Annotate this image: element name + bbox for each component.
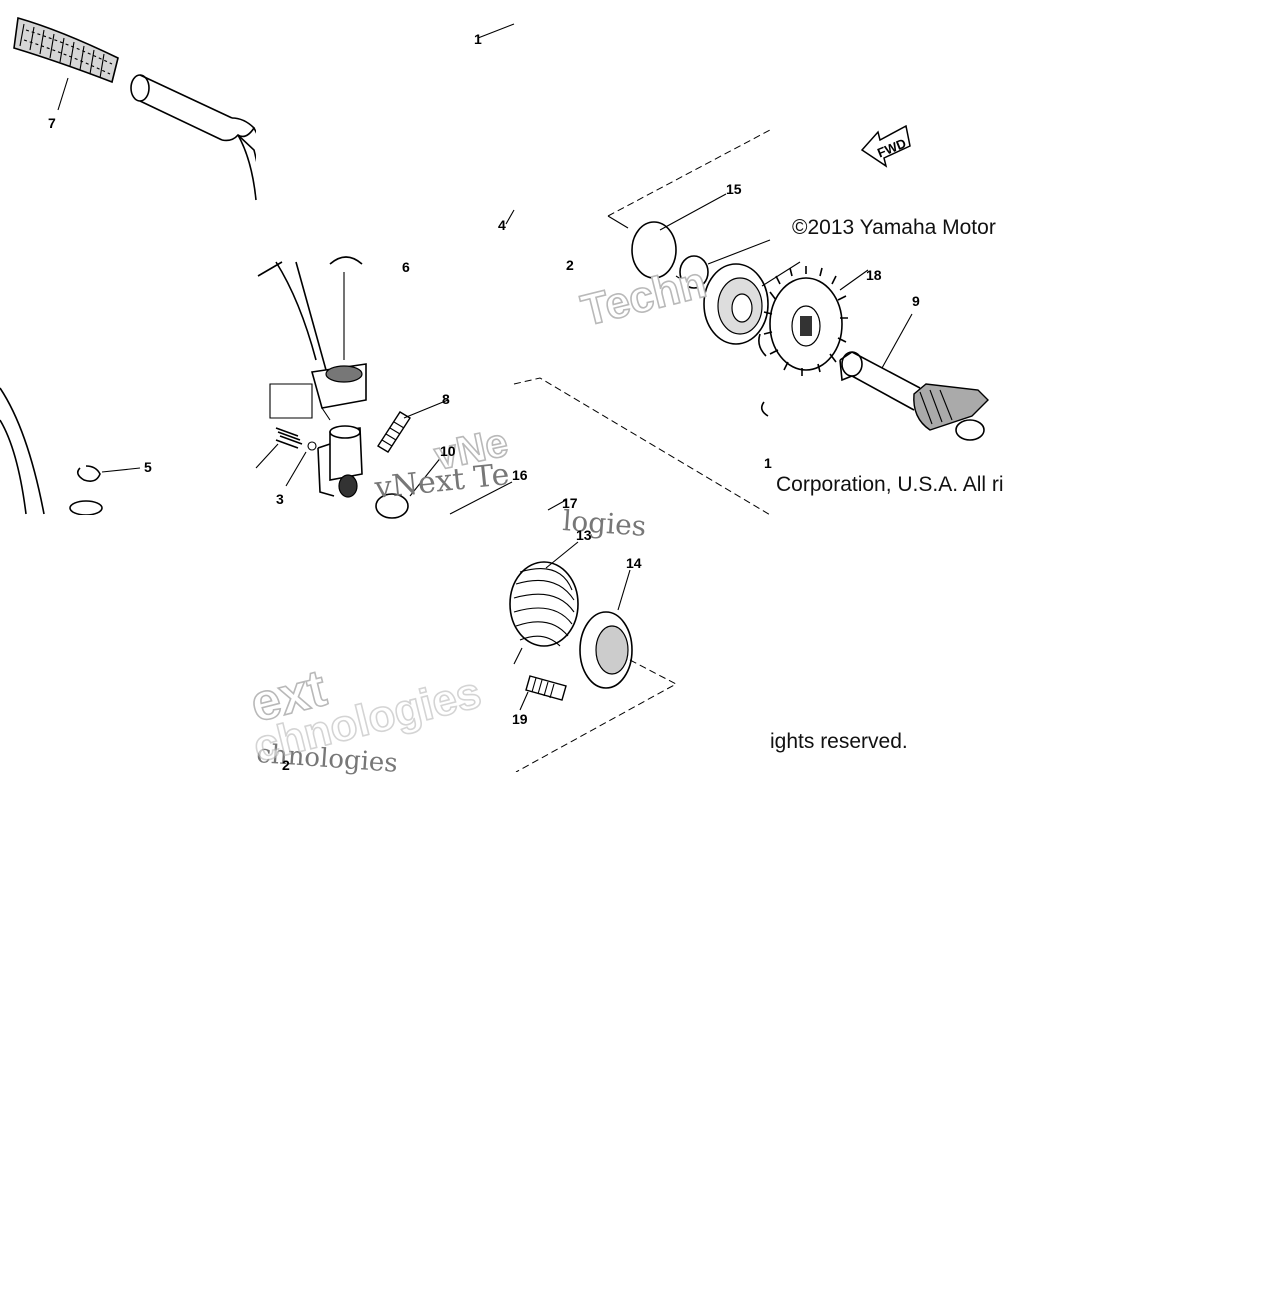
blank-tile-mid-right xyxy=(770,515,1285,725)
kick-arm-shaft xyxy=(130,74,261,201)
ratchet-gear xyxy=(703,261,801,345)
kick-shaft-9 xyxy=(839,313,989,441)
callout-1a: 1 xyxy=(474,31,482,47)
washer-10 xyxy=(375,455,443,519)
crankcase-outline xyxy=(0,387,45,515)
callout-leader-17 xyxy=(547,499,567,511)
callout-10: 10 xyxy=(440,443,456,459)
stud-19 xyxy=(519,675,567,711)
blank-tile-right xyxy=(1028,0,1285,515)
copyright-line-2: Corporation, U.S.A. All ri xyxy=(776,473,1004,496)
kick-pedal-grip xyxy=(13,16,119,84)
callout-leader-7 xyxy=(57,77,69,111)
boss-clamp xyxy=(317,425,363,498)
circlip-5 xyxy=(69,465,141,516)
callout-9: 9 xyxy=(912,293,920,309)
tile-region-center xyxy=(514,0,770,515)
watermark-techn: Techn xyxy=(577,258,711,336)
ring-spring xyxy=(760,401,769,417)
return-spring-13 xyxy=(509,541,579,665)
blank-tile-bottom xyxy=(0,772,1285,1285)
callout-leader-4 xyxy=(505,209,515,225)
callout-14: 14 xyxy=(626,555,642,571)
callout-3: 3 xyxy=(276,491,284,507)
callout-6: 6 xyxy=(402,259,410,275)
copyright-line-3: ights reserved. xyxy=(770,730,908,753)
callout-5: 5 xyxy=(144,459,152,475)
callout-17: 17 xyxy=(562,495,578,511)
callout-2a: 2 xyxy=(566,257,574,273)
spring-cover-14 xyxy=(515,569,678,773)
callout-7: 7 xyxy=(48,115,56,131)
copyright-line-1: ©2013 Yamaha Motor xyxy=(792,216,996,239)
kick-arm-tail xyxy=(237,134,257,201)
callout-8: 8 xyxy=(442,391,450,407)
blank-tile-top-mid xyxy=(256,0,476,255)
watermark-vnext-te: vNext Te xyxy=(372,457,511,506)
assembly-box xyxy=(513,129,773,517)
callout-leader-16 xyxy=(449,481,513,515)
boss-spring xyxy=(255,427,317,487)
callout-13: 13 xyxy=(576,527,592,543)
kick-gear-18 xyxy=(758,266,869,376)
callout-18: 18 xyxy=(866,267,882,283)
lever-boss xyxy=(257,256,367,421)
callout-19: 19 xyxy=(512,711,528,727)
watermark-logies: logies xyxy=(562,504,648,543)
callout-16: 16 xyxy=(512,467,528,483)
callout-2b: 2 xyxy=(282,757,290,773)
callout-1b: 1 xyxy=(764,455,772,471)
callout-4: 4 xyxy=(498,217,506,233)
callout-leader-1a xyxy=(477,23,515,39)
callout-15: 15 xyxy=(726,181,742,197)
washer-small xyxy=(679,239,771,289)
bolt-8 xyxy=(377,399,449,453)
fwd-arrow-icon: FWD xyxy=(860,124,911,168)
